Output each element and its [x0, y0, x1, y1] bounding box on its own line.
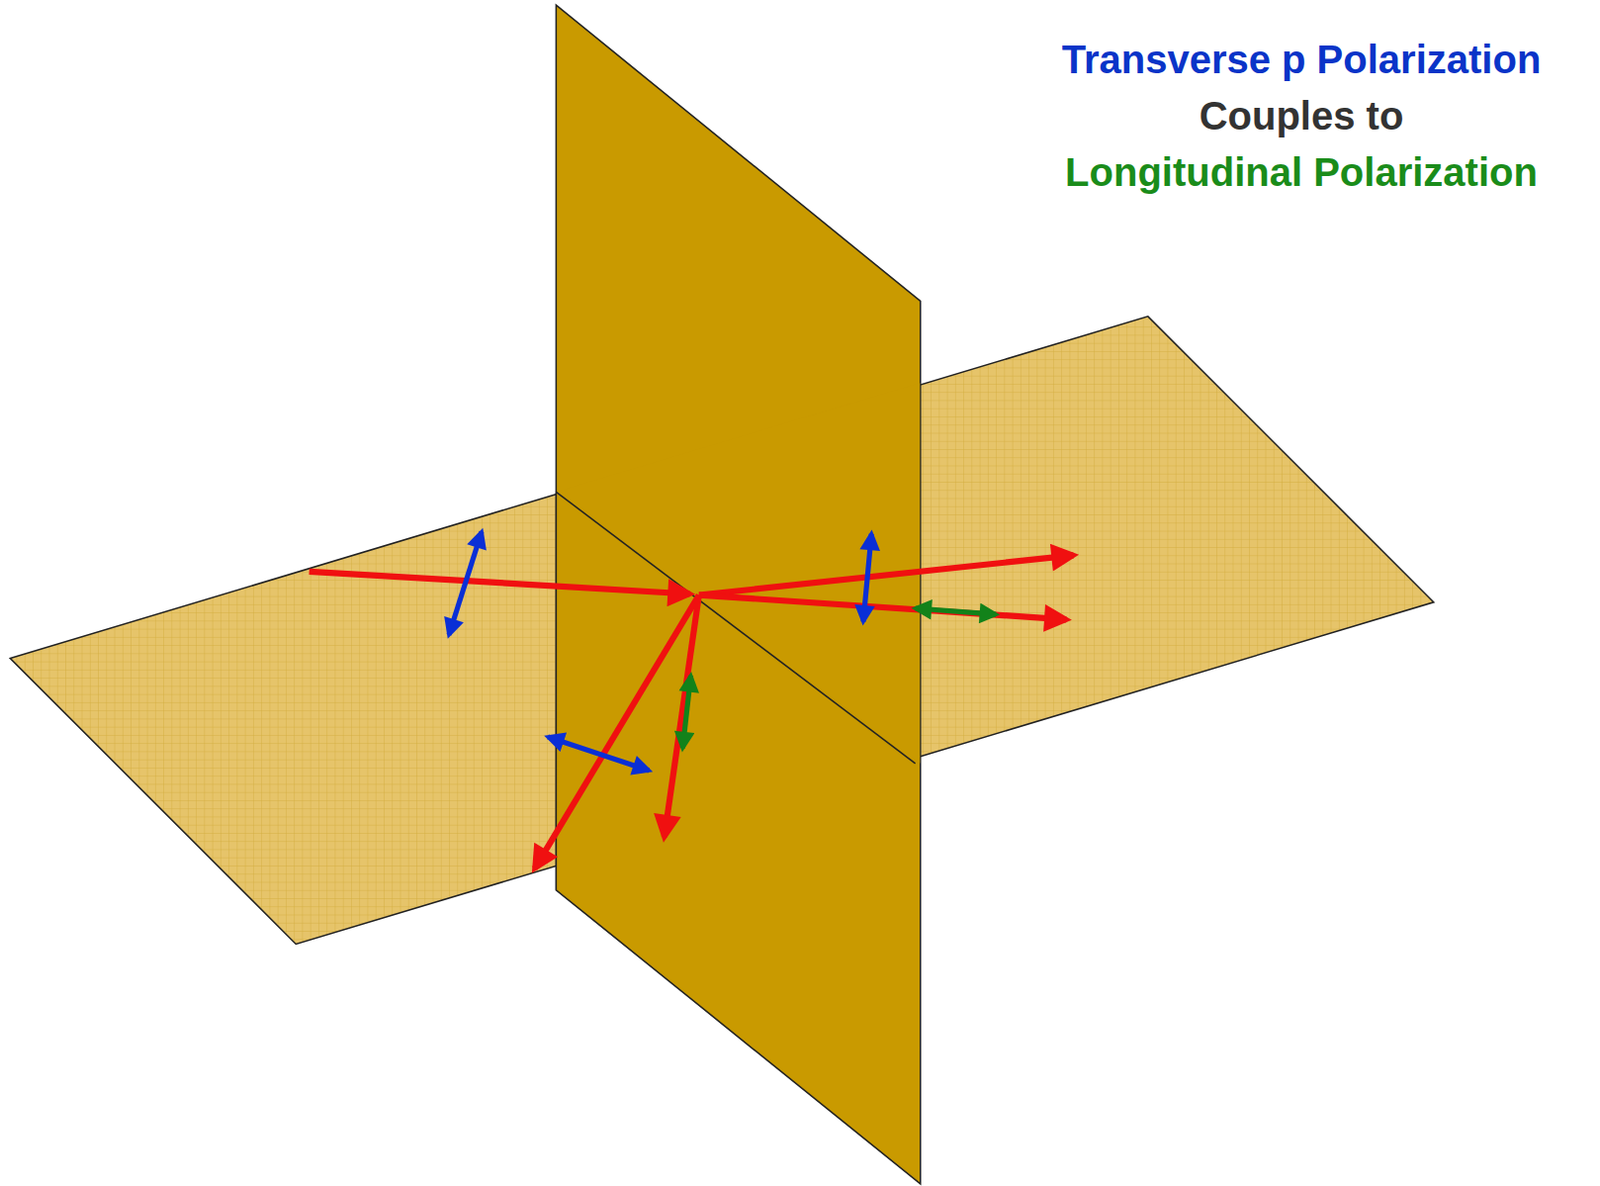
longitudinal-polarization [682, 675, 691, 748]
reflected-wave [699, 595, 1067, 621]
plane-overlap [555, 382, 920, 764]
title-line: Longitudinal Polarization [1065, 148, 1538, 196]
title-line: Couples to [1199, 91, 1405, 140]
transverse-polarization [547, 736, 649, 771]
vertical-plane [555, 4, 920, 1184]
transverse-polarization [863, 533, 872, 623]
intersection-line [555, 491, 915, 763]
incident-wave [309, 571, 691, 595]
transmitted-wave [664, 595, 700, 838]
reflected-wave [699, 554, 1074, 595]
longitudinal-polarization [915, 608, 997, 615]
transmitted-wave [534, 595, 700, 870]
title-line: Transverse p Polarization [1062, 35, 1542, 84]
transverse-polarization [448, 532, 482, 635]
